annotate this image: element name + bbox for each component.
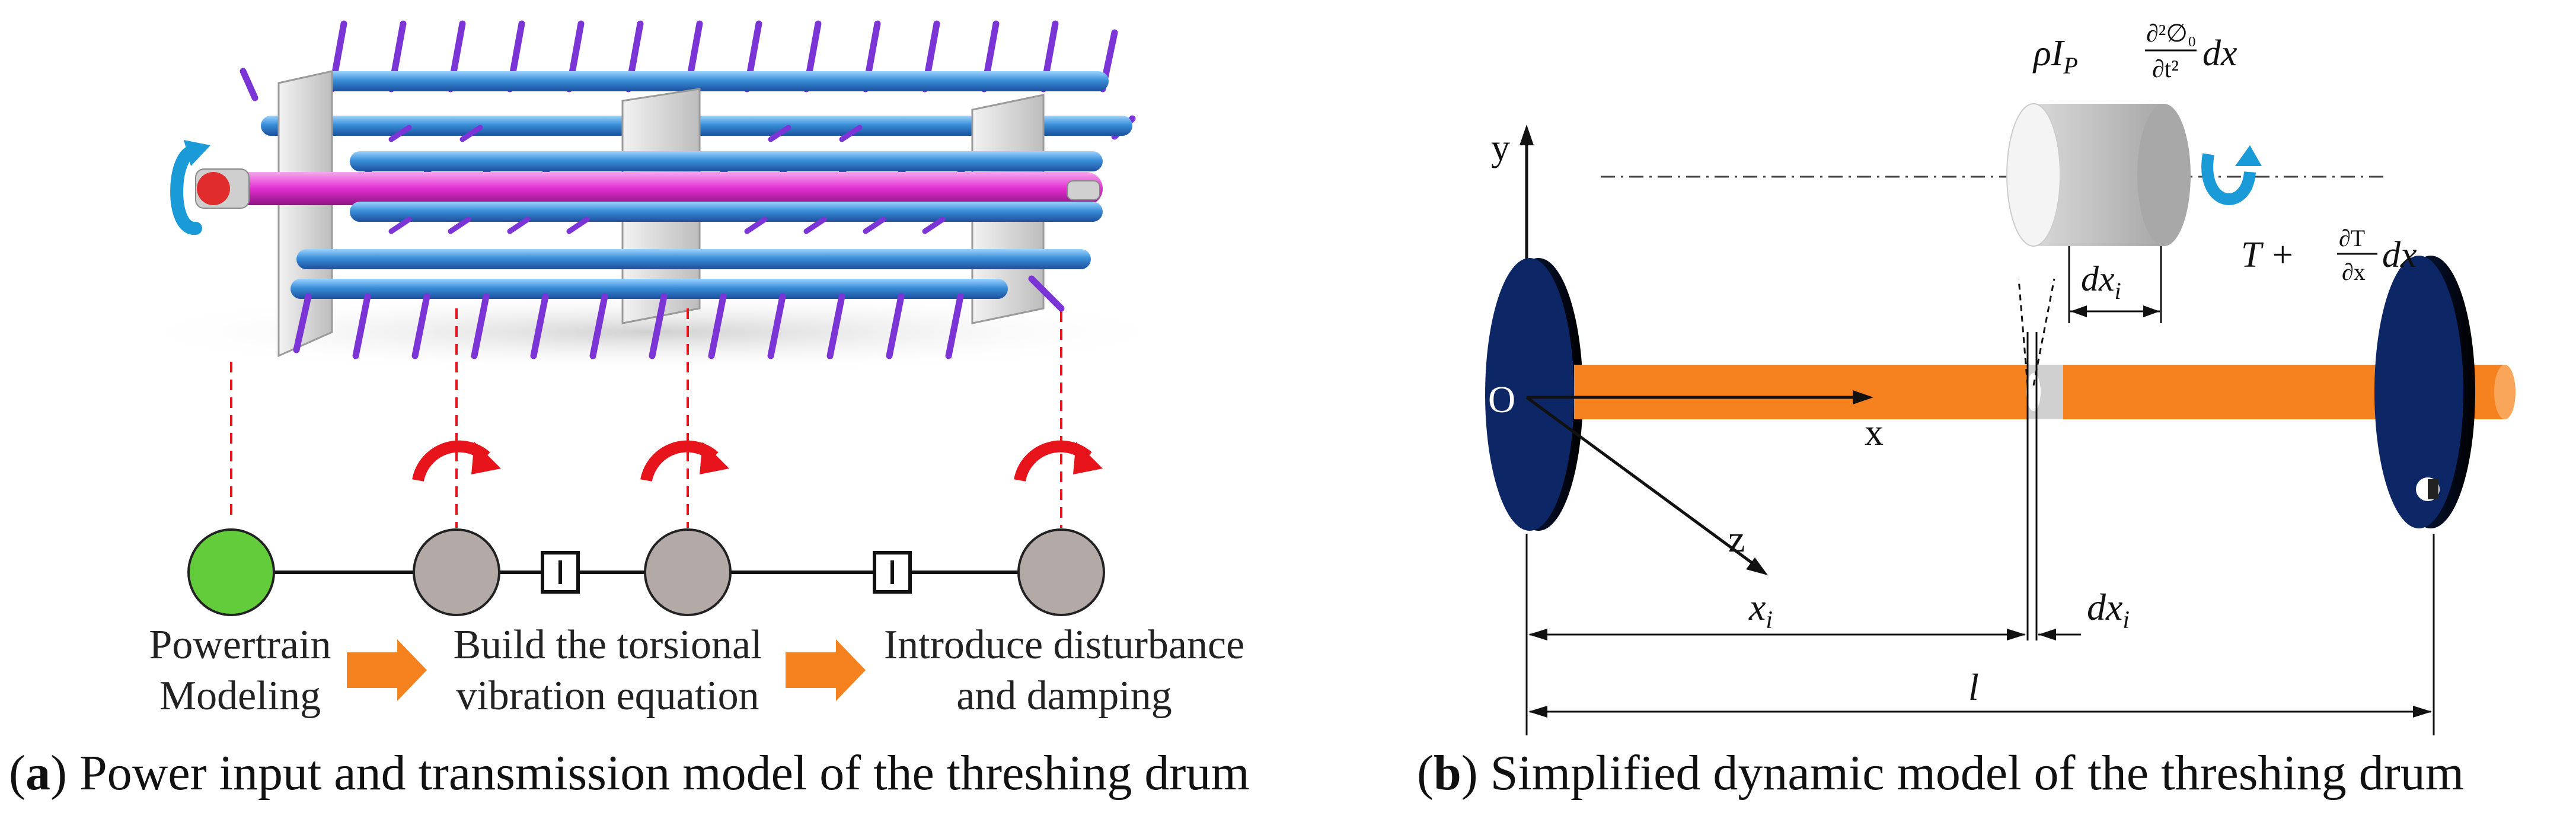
caption-a-text: Power input and transmission model of th… bbox=[66, 745, 1250, 801]
flow-arrow-2-icon bbox=[786, 639, 866, 701]
svg-text:∂x: ∂x bbox=[2342, 259, 2366, 285]
rotation-arrow-1-icon bbox=[412, 440, 501, 482]
tubes-front bbox=[291, 151, 1103, 299]
origin-label: O bbox=[1488, 378, 1515, 420]
svg-text:dx: dx bbox=[2382, 235, 2417, 275]
damper-1-icon bbox=[541, 551, 580, 594]
svg-text:∂t²: ∂t² bbox=[2152, 56, 2179, 83]
torque-rotation-icon bbox=[2201, 145, 2262, 205]
svg-text:∂²∅₀: ∂²∅₀ bbox=[2146, 20, 2197, 47]
step-3-line-2: and damping bbox=[956, 673, 1172, 719]
node-powertrain bbox=[187, 528, 275, 616]
step-3-line-1: Introduce disturbance bbox=[883, 622, 1245, 668]
step-1-line-2: Modeling bbox=[159, 673, 321, 719]
right-disk-face bbox=[2374, 256, 2463, 528]
xi-label: xi bbox=[1748, 586, 1773, 634]
x-axis-label: x bbox=[1865, 411, 1884, 453]
length-label: l bbox=[1968, 666, 1979, 708]
central-shaft bbox=[196, 172, 1103, 205]
caption-a: (a) Power input and transmission model o… bbox=[9, 745, 1250, 801]
caption-b-text: Simplified dynamic model of the threshin… bbox=[1477, 745, 2465, 801]
flow-arrow-1-icon bbox=[347, 639, 427, 701]
caption-a-letter: a bbox=[25, 745, 50, 801]
svg-text:T +: T + bbox=[2241, 235, 2295, 275]
step-1-line-1: Powertrain bbox=[149, 622, 331, 668]
damper-2-icon bbox=[873, 551, 912, 594]
step-label-2: Build the torsional vibration equation bbox=[430, 620, 786, 722]
caption-b: (b) Simplified dynamic model of the thre… bbox=[1417, 745, 2465, 801]
step-label-3: Introduce disturbance and damping bbox=[866, 620, 1263, 722]
element-face bbox=[2006, 103, 2061, 247]
step-2-line-1: Build the torsional bbox=[453, 622, 762, 668]
teeth-front bbox=[293, 275, 1065, 359]
inertia-term: ρIP ∂²∅₀ ∂t² dx bbox=[2032, 20, 2237, 83]
svg-text:dx: dx bbox=[2202, 33, 2237, 74]
svg-text:∂T: ∂T bbox=[2339, 225, 2365, 251]
step-2-line-2: vibration equation bbox=[456, 673, 759, 719]
z-axis bbox=[1525, 396, 1762, 571]
y-axis-label: y bbox=[1491, 126, 1510, 168]
step-label-1: Powertrain Modeling bbox=[142, 620, 338, 722]
element-width-label: dxi bbox=[2081, 259, 2121, 304]
drum-illustration bbox=[119, 20, 1186, 701]
svg-text:ρIP: ρIP bbox=[2032, 33, 2078, 79]
z-axis-label: z bbox=[1728, 518, 1745, 560]
node-3 bbox=[644, 528, 732, 616]
rotation-arrow-2-icon bbox=[640, 440, 729, 482]
rotation-arrow-3-icon bbox=[1014, 440, 1103, 482]
dynamic-model-diagram: y x z O xi bbox=[1485, 20, 2516, 735]
dxi-dim-label: dxi bbox=[2087, 586, 2130, 634]
torque-term: T + ∂T ∂x dx bbox=[2241, 225, 2417, 285]
drum-shadow bbox=[119, 291, 1186, 374]
panel-a-powertrain-model: Powertrain Modeling Build the torsional … bbox=[9, 20, 1263, 801]
projection-lines bbox=[230, 308, 1062, 528]
node-2 bbox=[413, 528, 500, 616]
left-disk-face bbox=[1485, 258, 1574, 531]
panel-b-dynamic-model: y x z O xi bbox=[1405, 0, 2576, 819]
node-4 bbox=[1017, 528, 1105, 616]
caption-b-letter: b bbox=[1433, 745, 1461, 801]
